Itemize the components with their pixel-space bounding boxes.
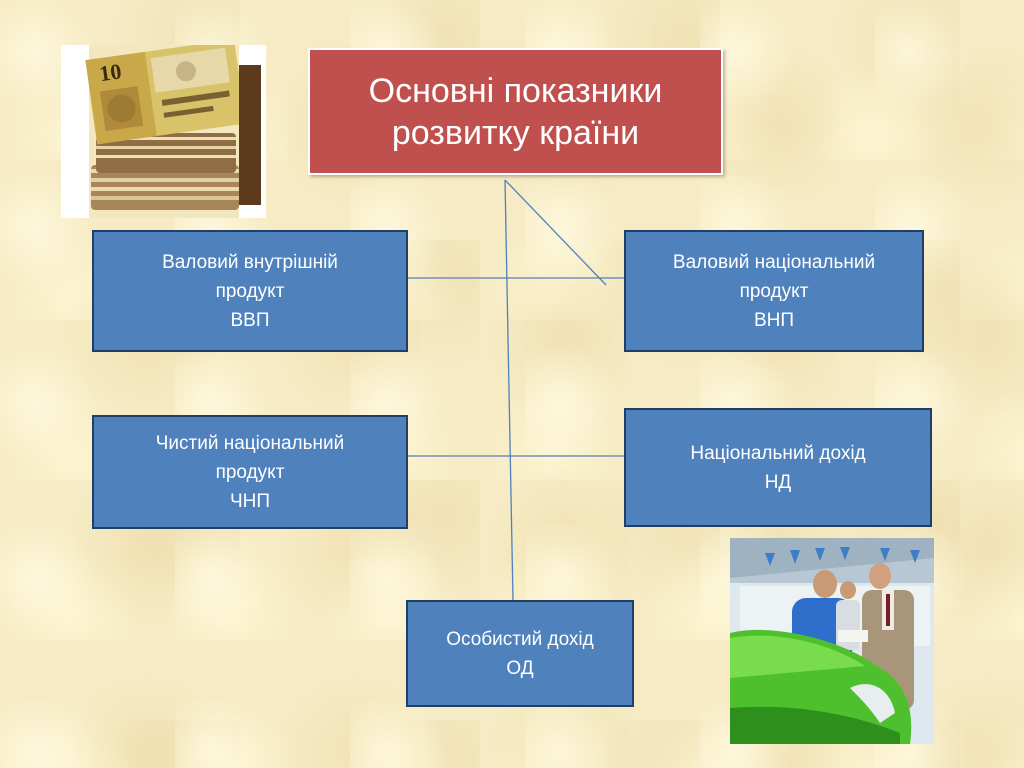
- node-nnp-line1: Чистий національний: [155, 432, 345, 454]
- node-gdp: Валовий внутрішній продукт ВВП: [92, 230, 408, 352]
- node-ni-line1: Національний дохід: [690, 442, 866, 464]
- diagram-title-line1: Основні показники: [368, 71, 663, 110]
- node-gdp-line2: продукт: [215, 280, 285, 302]
- node-ni: Національний дохід НД: [624, 408, 932, 527]
- node-gnp: Валовий національний продукт ВНП: [624, 230, 924, 352]
- node-nnp-line2: продукт: [215, 461, 285, 483]
- node-gdp-abbr: ВВП: [230, 309, 270, 331]
- node-pi-abbr: ОД: [506, 657, 534, 679]
- diagram-title: Основні показники розвитку країни: [308, 48, 723, 175]
- car-dealership-photo: [730, 538, 934, 744]
- node-gnp-line1: Валовий національний: [672, 251, 876, 273]
- node-pi: Особистий дохід ОД: [406, 600, 634, 707]
- node-nnp: Чистий національний продукт ЧНП: [92, 415, 408, 529]
- node-gdp-line1: Валовий внутрішній: [162, 251, 338, 273]
- connector-trunk: [504, 179, 514, 601]
- node-nnp-abbr: ЧНП: [229, 490, 271, 512]
- node-ni-abbr: НД: [764, 471, 792, 493]
- node-gnp-line2: продукт: [739, 280, 809, 302]
- connector-diagonal: [504, 179, 607, 286]
- money-stack-photo: 10: [61, 45, 266, 218]
- svg-text:10: 10: [98, 58, 123, 86]
- node-gnp-abbr: ВНП: [753, 309, 795, 331]
- node-pi-line1: Особистий дохід: [446, 628, 594, 650]
- diagram-title-line2: розвитку країни: [391, 113, 640, 152]
